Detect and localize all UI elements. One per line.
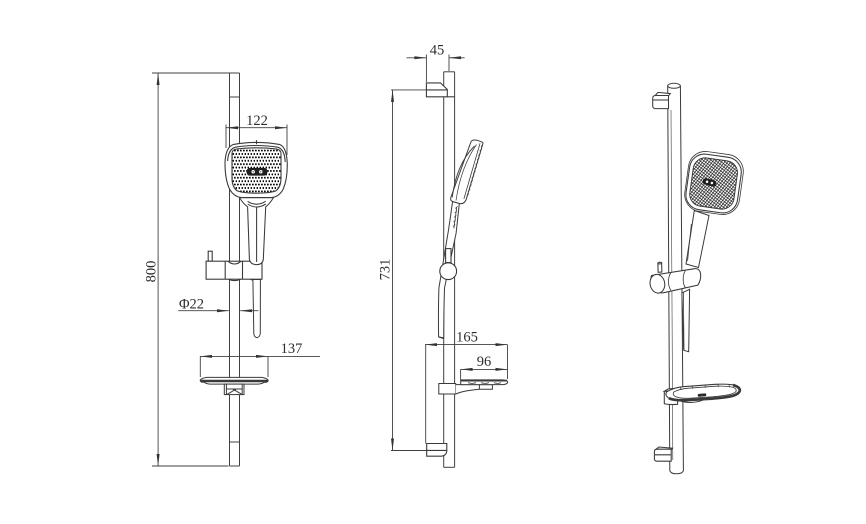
svg-text:Φ22: Φ22 [179, 297, 204, 313]
svg-text:800: 800 [144, 261, 160, 283]
svg-text:45: 45 [430, 43, 445, 59]
svg-text:137: 137 [281, 341, 303, 357]
svg-text:96: 96 [477, 354, 492, 370]
svg-text:165: 165 [456, 330, 478, 346]
svg-text:122: 122 [246, 113, 268, 129]
svg-text:731: 731 [378, 259, 394, 281]
